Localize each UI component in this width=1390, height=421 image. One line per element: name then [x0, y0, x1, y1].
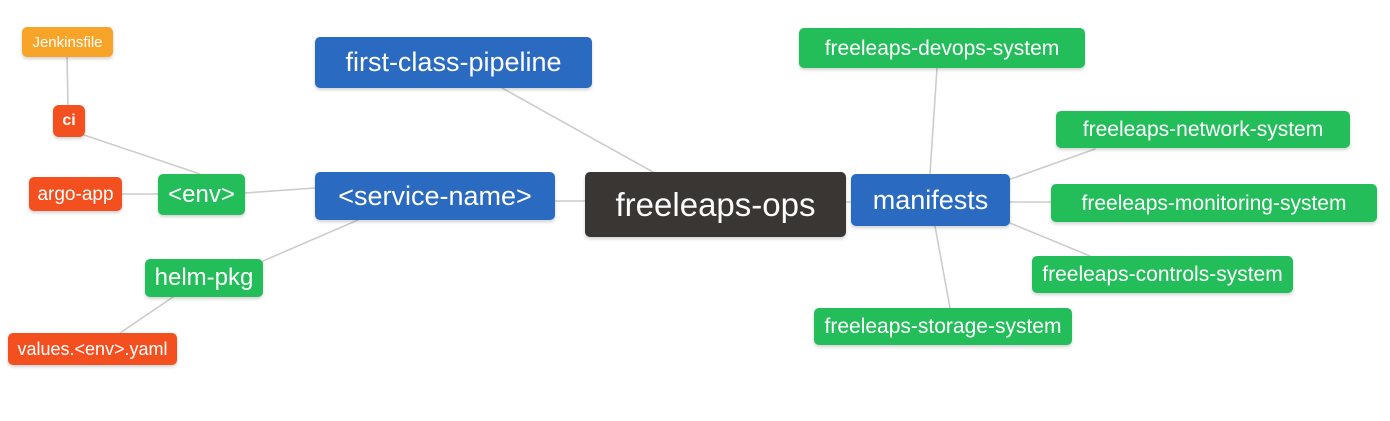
node-first-class-pipeline[interactable]: first-class-pipeline [315, 37, 592, 88]
edge-manifests-storage [934, 225, 951, 309]
edge-helmpkg-servicename [262, 219, 359, 262]
node-helm-pkg[interactable]: helm-pkg [145, 259, 263, 297]
node-freeleaps-storage-system[interactable]: freeleaps-storage-system [814, 308, 1072, 345]
node-freeleaps-ops-root[interactable]: freeleaps-ops [585, 172, 846, 237]
edge-manifests-network [1007, 148, 1096, 181]
node-argo-app[interactable]: argo-app [29, 177, 122, 211]
node-manifests[interactable]: manifests [851, 174, 1010, 226]
node-jenkinsfile[interactable]: Jenkinsfile [22, 27, 113, 57]
node-freeleaps-monitoring-system[interactable]: freeleaps-monitoring-system [1051, 184, 1377, 222]
node-env[interactable]: <env> [158, 174, 245, 215]
node-service-name[interactable]: <service-name> [315, 172, 555, 220]
node-freeleaps-network-system[interactable]: freeleaps-network-system [1056, 111, 1350, 148]
edge-pipeline-ops [501, 87, 654, 173]
node-freeleaps-devops-system[interactable]: freeleaps-devops-system [799, 28, 1085, 68]
edge-manifests-controls [1009, 222, 1091, 257]
node-ci[interactable]: ci [53, 105, 85, 137]
node-values-env-yaml[interactable]: values.<env>.yaml [8, 333, 177, 365]
edge-manifests-devops [929, 67, 938, 175]
edge-env-servicename [244, 187, 316, 194]
node-freeleaps-controls-system[interactable]: freeleaps-controls-system [1032, 256, 1293, 293]
edge-ci-env [83, 134, 201, 175]
edge-helmpkg-values [119, 296, 174, 334]
edge-jenkinsfile-ci [66, 56, 69, 106]
